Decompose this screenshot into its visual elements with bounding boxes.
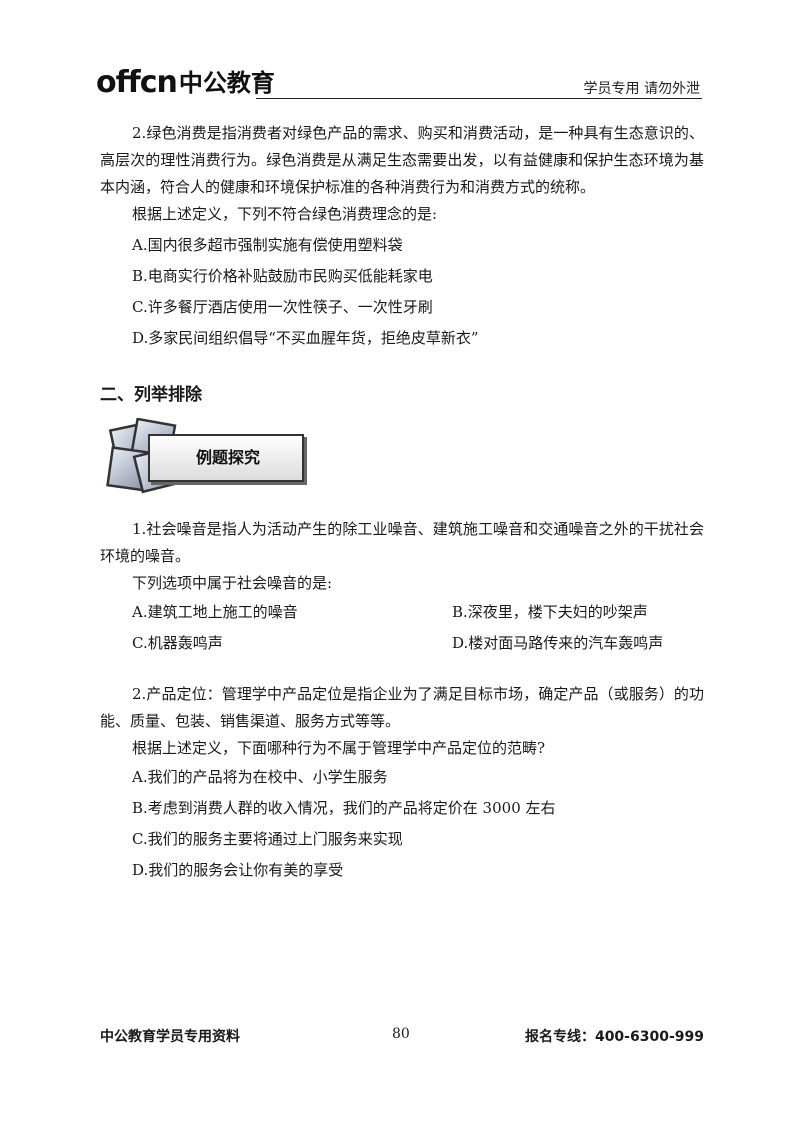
page-footer: 中公教育学员专用资料 80 报名专线：400-6300-999 bbox=[100, 1020, 704, 1050]
option-b: B.深夜里，楼下夫妇的吵架声 bbox=[452, 603, 648, 621]
page-content: 2.绿色消费是指消费者对绿色产品的需求、购买和消费活动，是一种具有生态意识的、高… bbox=[100, 120, 704, 888]
option-c: C.机器轰鸣声 bbox=[132, 634, 223, 652]
option-d: D.楼对面马路传来的汽车轰鸣声 bbox=[452, 634, 664, 652]
options-row-1: A.建筑工地上施工的噪音 B.深夜里，楼下夫妇的吵架声 bbox=[132, 599, 704, 626]
logo-latin-text: offcn bbox=[96, 65, 178, 100]
section-heading: 二、列举排除 bbox=[100, 385, 202, 405]
option-b: B.考虑到消费人群的收入情况，我们的产品将定价在 3000 左右 bbox=[132, 799, 556, 817]
question-green-prompt: 根据上述定义，下列不符合绿色消费理念的是: bbox=[132, 205, 438, 223]
header-notice: 学员专用 请勿外泄 bbox=[583, 81, 700, 97]
option-a: A.国内很多超市强制实施有偿使用塑料袋 bbox=[132, 236, 403, 254]
option-c: C.许多餐厅酒店使用一次性筷子、一次性牙刷 bbox=[132, 298, 433, 316]
badge-box bbox=[148, 434, 304, 482]
option-c: C.我们的服务主要将通过上门服务来实现 bbox=[132, 830, 403, 848]
option-d: D.多家民间组织倡导“不买血腥年货，拒绝皮草新衣” bbox=[132, 329, 479, 347]
offcn-logo: offcn 中公教育 bbox=[96, 66, 275, 98]
example-badge: 例题探究 bbox=[100, 418, 310, 498]
option-b: B.电商实行价格补贴鼓励市民购买低能耗家电 bbox=[132, 267, 433, 285]
page-header: offcn 中公教育 学员专用 请勿外泄 bbox=[96, 62, 702, 102]
option-a: A.建筑工地上施工的噪音 bbox=[132, 603, 298, 621]
page-number: 80 bbox=[392, 1026, 410, 1042]
question-noise-prompt: 下列选项中属于社会噪音的是: bbox=[132, 574, 333, 592]
option-a: A.我们的产品将为在校中、小学生服务 bbox=[132, 768, 388, 786]
question-noise-stem: 1.社会噪音是指人为活动产生的除工业噪音、建筑施工噪音和交通噪音之外的干扰社会环… bbox=[100, 520, 704, 565]
question-green-stem: 2.绿色消费是指消费者对绿色产品的需求、购买和消费活动，是一种具有生态意识的、高… bbox=[100, 124, 704, 196]
footer-source: 中公教育学员专用资料 bbox=[100, 1029, 240, 1045]
badge-label: 例题探究 bbox=[196, 448, 261, 467]
options-row-2: C.机器轰鸣声 D.楼对面马路传来的汽车轰鸣声 bbox=[132, 630, 704, 657]
logo-cn-text: 中公教育 bbox=[178, 69, 275, 97]
question-position-stem: 2.产品定位：管理学中产品定位是指企业为了满足目标市场，确定产品（或服务）的功能… bbox=[100, 685, 704, 730]
header-rule bbox=[256, 98, 702, 99]
footer-hotline: 报名专线：400-6300-999 bbox=[524, 1029, 704, 1045]
question-position-prompt: 根据上述定义，下面哪种行为不属于管理学中产品定位的范畴? bbox=[132, 739, 546, 757]
option-d: D.我们的服务会让你有美的享受 bbox=[132, 861, 344, 879]
